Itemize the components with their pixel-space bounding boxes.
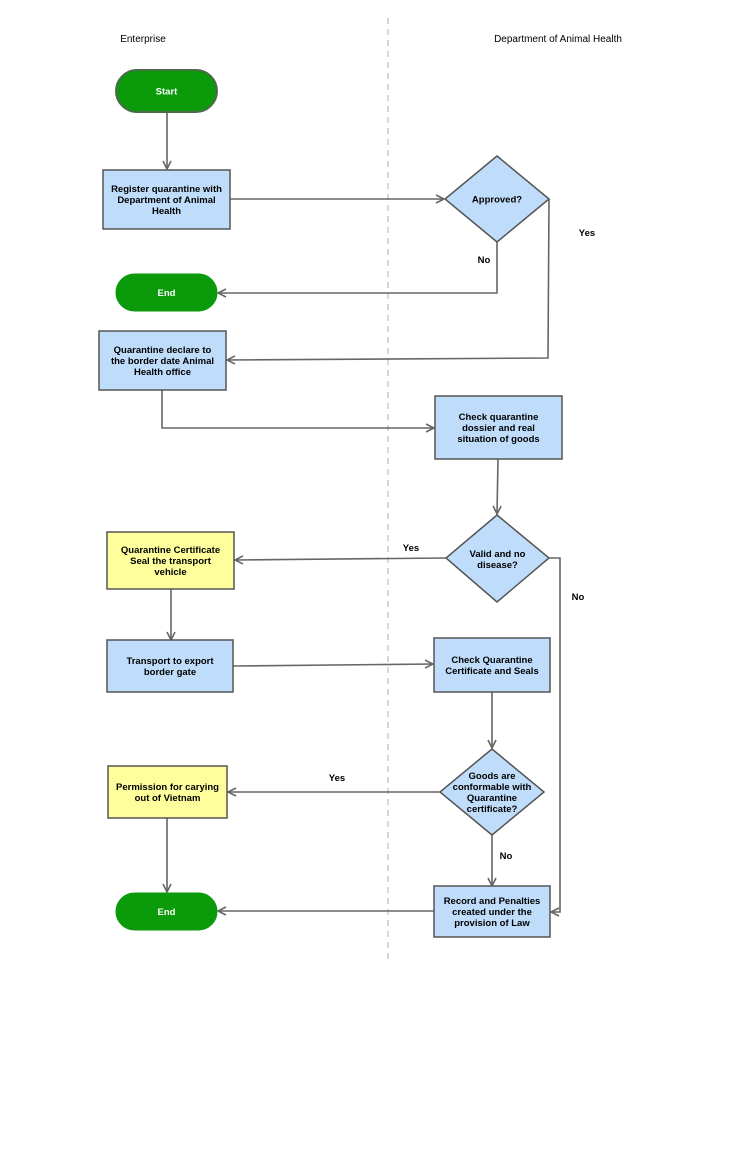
node-label-line: Certificate and Seals — [445, 666, 538, 677]
node-label-line: Transport to export — [126, 656, 214, 667]
node-label-line: disease? — [477, 560, 518, 571]
node-label-line: out of Vietnam — [135, 793, 201, 804]
edge-check-dossier-valid — [497, 458, 498, 514]
node-label-line: certificate? — [467, 804, 518, 815]
lane-title-department: Department of Animal Health — [494, 34, 622, 45]
node-label-line: Check quarantine — [459, 412, 539, 423]
node-label: End — [158, 907, 176, 918]
node-label-line: Department of Animal — [117, 195, 215, 206]
node-label-line: End — [158, 288, 176, 299]
edge-approved-yes-declare — [227, 198, 550, 360]
node-label-line: Quarantine Certificate — [121, 545, 220, 556]
node-label-line: Register quarantine with — [111, 184, 222, 195]
node-label-line: the border date Animal — [111, 356, 214, 367]
edge-label-conformable-no: No — [500, 851, 513, 862]
edge-transport-check-cert — [232, 664, 433, 666]
node-label-line: border gate — [144, 667, 196, 678]
node-label-line: Health — [152, 206, 181, 217]
node-label-line: conformable with — [453, 782, 532, 793]
node-label-line: Goods are — [469, 771, 516, 782]
node-label-line: Valid and no — [470, 549, 526, 560]
edge-label-approved-yes: Yes — [579, 228, 595, 239]
edge-label-valid-yes: Yes — [403, 543, 419, 554]
node-label: End — [158, 288, 176, 299]
edges — [161, 112, 561, 912]
node-label-line: Health office — [134, 367, 191, 378]
node-label: Approved? — [472, 195, 522, 206]
edge-valid-yes-certificate — [235, 558, 447, 560]
node-label-line: provision of Law — [454, 918, 530, 929]
node-label-line: created under the — [452, 907, 532, 918]
node-label-line: Approved? — [472, 195, 522, 206]
end-terminal-2: End — [115, 892, 218, 931]
node-label-line: dossier and real — [462, 423, 535, 434]
node-label-line: Quarantine — [467, 793, 517, 804]
node-label-line: situation of goods — [457, 434, 539, 445]
edge-label-conformable-yes: Yes — [329, 773, 345, 784]
edge-approved-no-end — [218, 242, 498, 293]
edge-label-approved-no: No — [478, 255, 491, 266]
node-label-line: Seal the transport — [130, 556, 212, 567]
edge-valid-no-record — [549, 557, 561, 912]
node-label-line: Start — [156, 87, 178, 98]
node-label-line: Check Quarantine — [451, 655, 532, 666]
end-terminal-1: End — [115, 273, 218, 312]
edge-declare-check-dossier — [161, 390, 434, 428]
edge-label-valid-no: No — [572, 592, 585, 603]
node-label-line: Quarantine declare to — [114, 345, 212, 356]
node-label: Start — [156, 87, 178, 98]
node-label-line: Permission for carying — [116, 782, 219, 793]
node-label-line: vehicle — [154, 567, 186, 578]
node-label-line: End — [158, 907, 176, 918]
approved-decision: Approved? — [443, 155, 551, 243]
lane-title-enterprise: Enterprise — [120, 34, 166, 45]
node-label-line: Record and Penalties — [444, 896, 541, 907]
start-terminal: Start — [115, 69, 218, 113]
